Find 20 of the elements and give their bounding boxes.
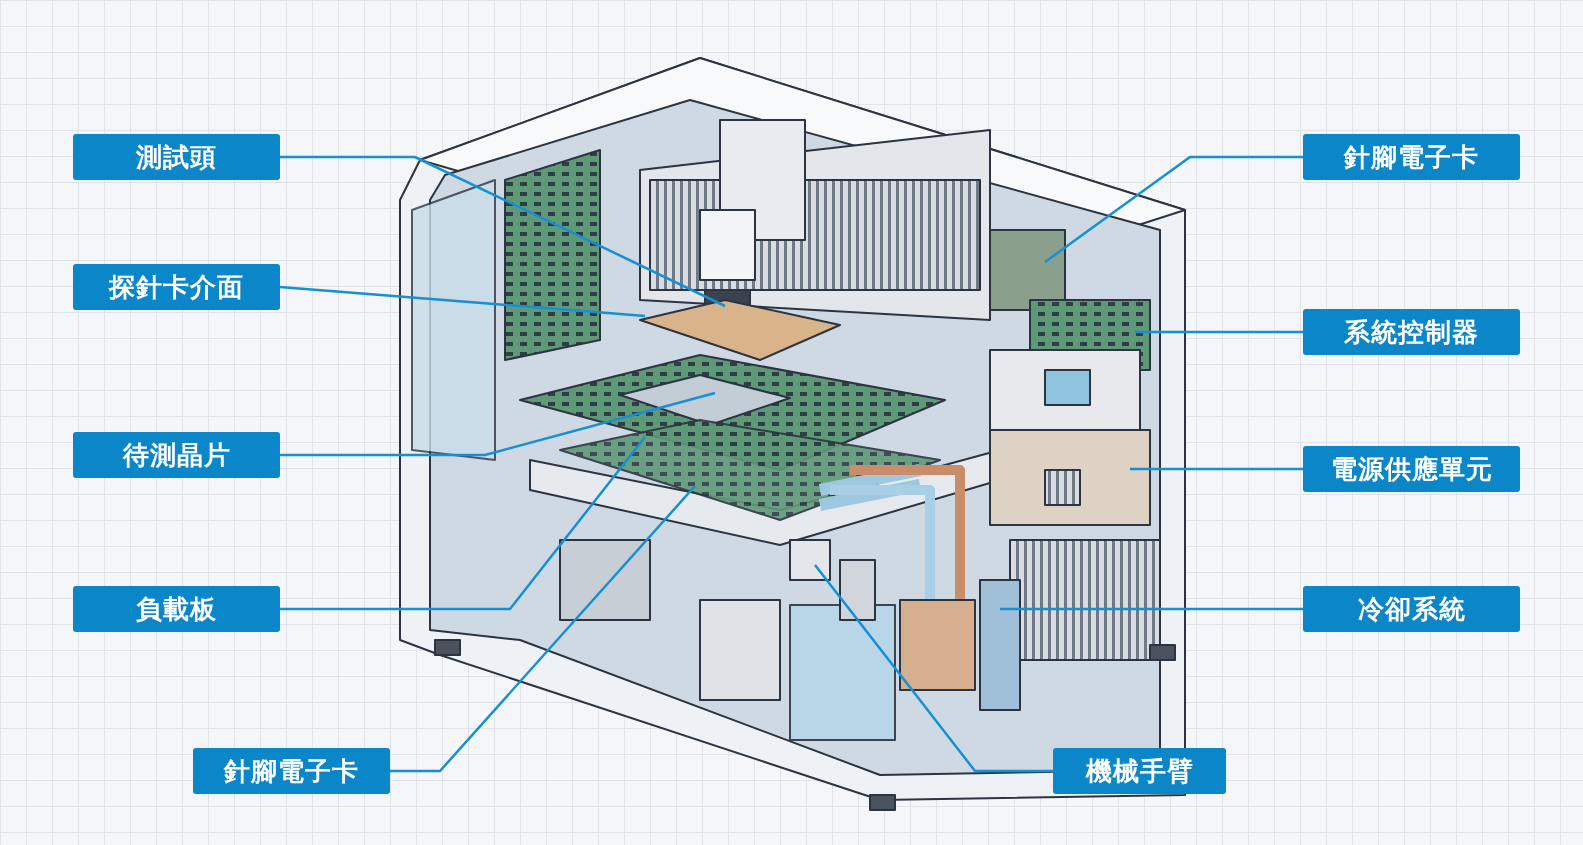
leader-line	[814, 564, 1053, 773]
leader-line	[1044, 155, 1303, 263]
callout-label: 機械手臂	[1053, 748, 1226, 794]
callout-label: 測試頭	[73, 134, 280, 180]
leader-line	[1130, 467, 1303, 471]
callout-label: 冷卻系統	[1303, 586, 1520, 632]
leader-line	[280, 436, 646, 611]
leader-line	[280, 155, 726, 308]
leader-line	[1000, 607, 1303, 611]
callout-label: 探針卡介面	[73, 264, 280, 310]
leader-line	[279, 285, 646, 318]
leader-line	[280, 391, 716, 457]
callout-label: 針腳電子卡	[193, 748, 390, 794]
callout-label: 針腳電子卡	[1303, 134, 1520, 180]
leader-line	[1135, 330, 1303, 334]
leader-line	[390, 485, 696, 773]
callout-label: 電源供應單元	[1303, 446, 1520, 492]
callout-label: 負載板	[73, 586, 280, 632]
callout-label: 系統控制器	[1303, 309, 1520, 355]
callout-label: 待測晶片	[73, 432, 280, 478]
